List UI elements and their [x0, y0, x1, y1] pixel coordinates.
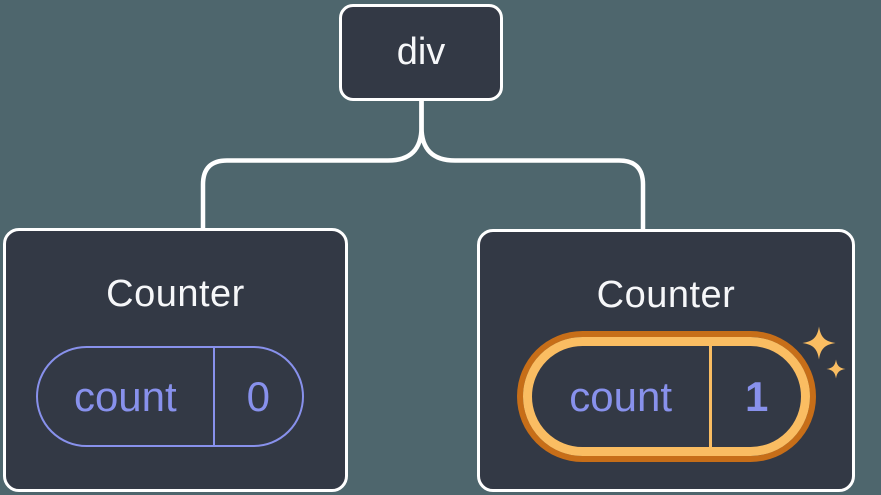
state-pill-highlighted: count 1: [523, 337, 810, 456]
state-value: 0: [246, 372, 271, 420]
counter-card-right: Counter count 1: [477, 229, 855, 492]
counter-title: Counter: [596, 274, 736, 316]
state-pill: count 0: [36, 346, 304, 447]
counter-card-left: Counter count 0: [3, 228, 348, 492]
state-value: 1: [744, 372, 769, 420]
root-node-label: div: [396, 31, 446, 73]
root-node: div: [339, 4, 503, 101]
state-key-label: count: [38, 348, 215, 445]
counter-title: Counter: [106, 273, 245, 315]
state-key-label: count: [532, 346, 713, 447]
